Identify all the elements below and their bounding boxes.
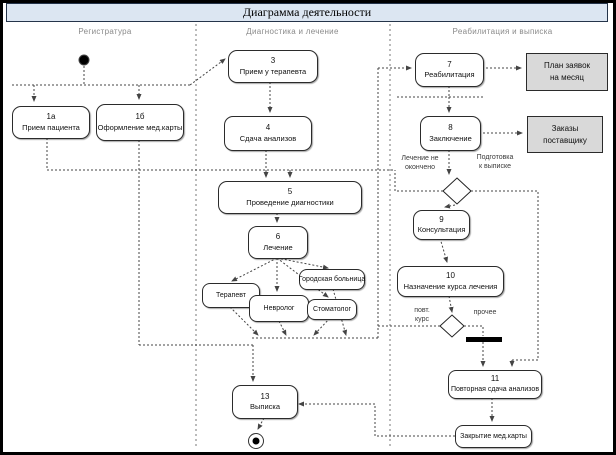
- node-number: 8: [448, 123, 453, 133]
- doc-line: План заявок: [543, 61, 591, 70]
- node-label: Стоматолог: [312, 305, 352, 313]
- node-stomatolog: Стоматолог: [307, 299, 357, 320]
- node-label: Терапевт: [215, 291, 247, 299]
- node-number: 4: [265, 123, 271, 133]
- node-label: Городская больница: [298, 275, 366, 283]
- doc-plan-zayavok: План заявок на месяц: [526, 53, 608, 91]
- node-vypiska: 13 Выписка: [232, 385, 298, 419]
- node-konsultacia: 9 Консультация: [413, 210, 470, 240]
- node-naznachenie-kursa: 10 Назначение курса лечения: [397, 266, 504, 297]
- final-node: [248, 433, 264, 449]
- node-number: 10: [446, 271, 455, 281]
- node-reabilitacia: 7 Реабилитация: [415, 53, 484, 87]
- edge-label-podgotovka-k-vypiske: Подготовка к выписке: [476, 154, 514, 171]
- node-label: Невролог: [263, 304, 295, 312]
- node-label: Прием пациента: [22, 122, 80, 132]
- node-priem-terapevta: 3 Прием у терапевта: [228, 50, 318, 83]
- decision-diamond-course: [439, 314, 465, 338]
- node-priem-pacienta: 1а Прием пациента: [12, 106, 90, 139]
- node-nevrolog: Невролог: [249, 295, 309, 322]
- node-gorodskaya-bolnica: Городская больница: [299, 269, 365, 290]
- node-label: Сдача анализов: [239, 133, 297, 143]
- node-label: Повторная сдача анализов: [450, 386, 540, 394]
- node-lechenie: 6 Лечение: [248, 226, 308, 259]
- lane-label-reabilitacia: Реабилитация и выписка: [452, 27, 553, 36]
- node-label: Выписка: [249, 402, 280, 412]
- node-label: Оформление мед.карты: [97, 122, 183, 132]
- lane-dividers: [195, 24, 391, 449]
- diagram-title-bar: Диаграмма деятельности: [6, 3, 608, 22]
- decision-diamond-discharge: [442, 177, 472, 205]
- node-label: Лечение: [263, 242, 293, 252]
- diagram-title: Диаграмма деятельности: [242, 5, 372, 19]
- node-sdacha-analizov: 4 Сдача анализов: [224, 116, 312, 151]
- doc-line: поставщику: [543, 135, 587, 145]
- lane-label-registratura: Регистратура: [78, 27, 132, 36]
- node-label: Заключение: [429, 133, 472, 143]
- node-number: 13: [260, 391, 270, 401]
- node-number: 11: [490, 374, 500, 384]
- node-label: Закрытие мед.карты: [460, 432, 527, 440]
- node-zakluchenie: 8 Заключение: [420, 116, 481, 151]
- node-label: Назначение курса лечения: [403, 281, 498, 291]
- node-number: 6: [275, 232, 281, 242]
- node-oformlenie-karty: 1б Оформление мед.карты: [96, 104, 184, 141]
- node-label: Прием у терапевта: [239, 66, 307, 76]
- edge-label-povtorny-kurs: повт. курс: [414, 307, 430, 324]
- node-povtornaya-sdacha: 11 Повторная сдача анализов: [448, 370, 542, 399]
- node-number: 9: [439, 214, 444, 224]
- sync-bar: [466, 337, 502, 342]
- doc-line: на месяц: [550, 73, 584, 82]
- node-number: 1а: [46, 112, 56, 122]
- node-label: Консультация: [417, 225, 466, 235]
- edge-label-prochee: прочее: [473, 309, 497, 316]
- node-label: Реабилитация: [424, 70, 475, 80]
- node-label: Проведение диагностики: [246, 197, 334, 207]
- initial-node: [78, 54, 90, 66]
- node-number: 7: [447, 59, 452, 69]
- node-provedenie-diagnostiki: 5 Проведение диагностики: [218, 181, 362, 214]
- edge-label-lechenie-ne-okoncheno: Лечение не окончено: [401, 155, 439, 172]
- doc-zakazy-postavshiku: Заказы поставщику: [527, 116, 603, 153]
- node-number: 3: [270, 56, 276, 66]
- lane-label-diagnostika: Диагностика и лечение: [246, 27, 339, 36]
- node-zakrytie-karty: Закрытие мед.карты: [455, 425, 532, 448]
- node-number: 5: [287, 187, 293, 197]
- doc-line: Заказы: [551, 123, 579, 133]
- node-number: 1б: [135, 112, 145, 122]
